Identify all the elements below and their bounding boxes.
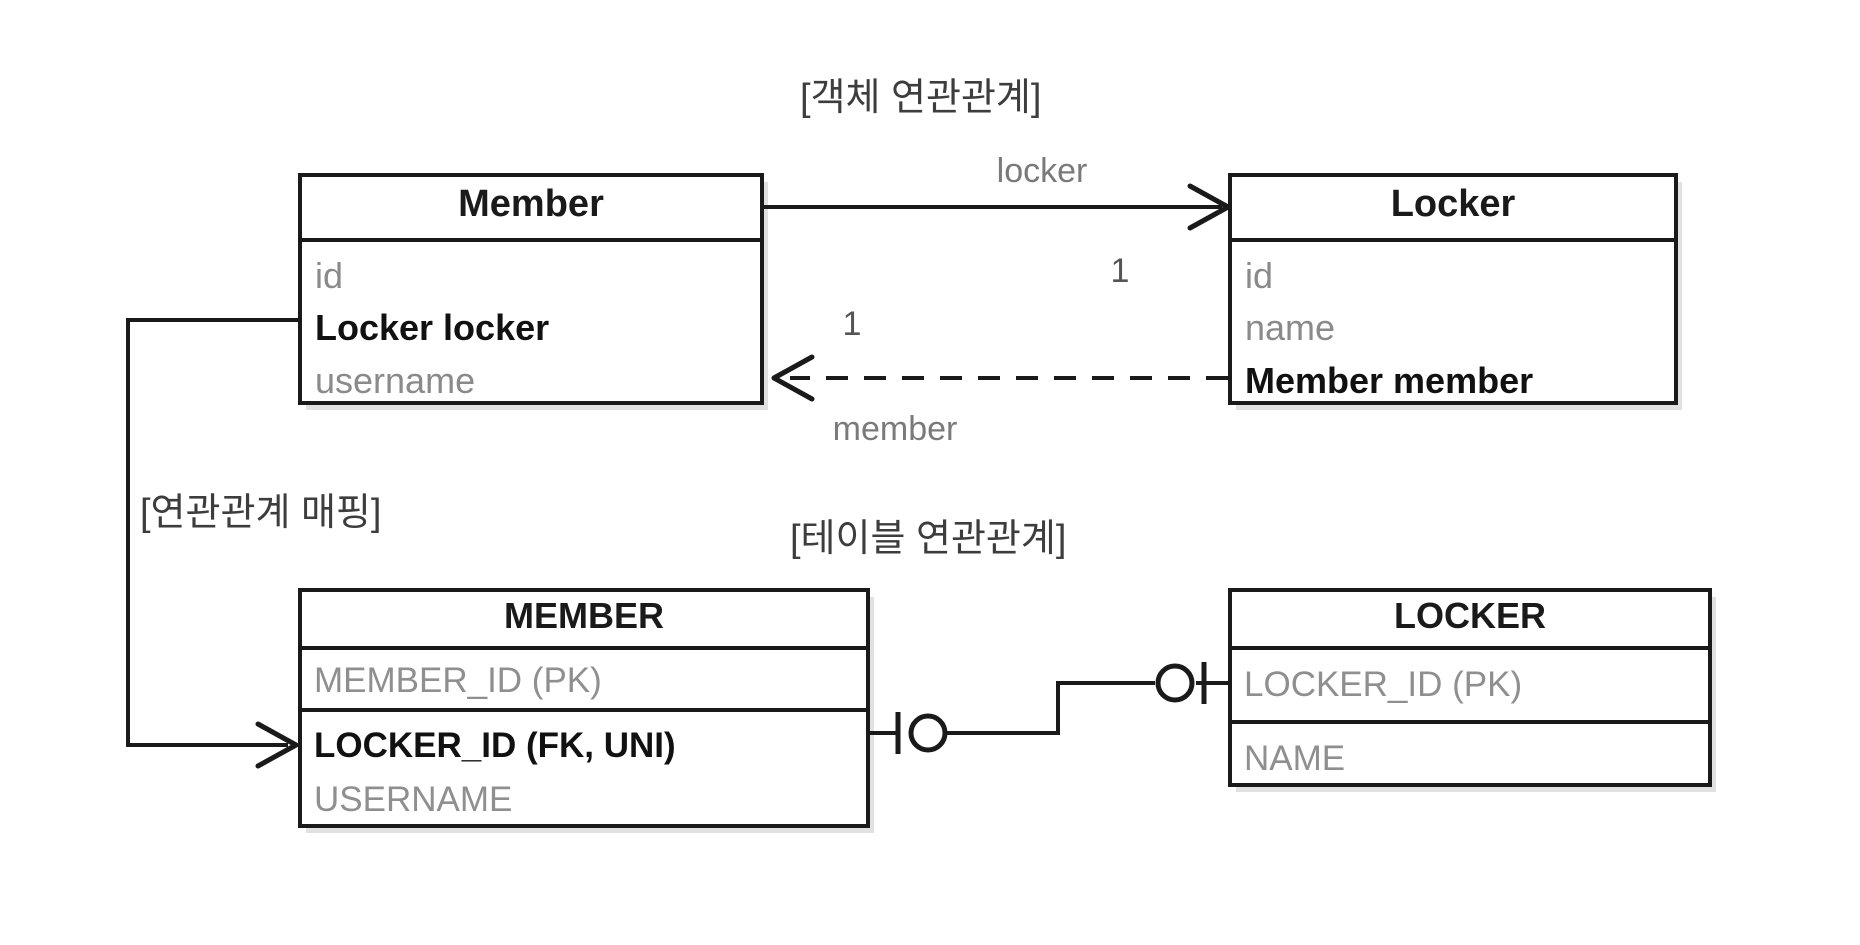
entity-member: Member id Locker locker username (298, 173, 768, 410)
entity-locker-field-0: id (1245, 255, 1273, 296)
cardinality-zero-or-one-member (908, 713, 948, 753)
table-member-column-2: USERNAME (314, 780, 512, 819)
table-locker-column-1: NAME (1244, 739, 1345, 778)
association-cardinality-member: 1 (843, 305, 862, 343)
table-member-column-1: LOCKER_ID (FK, UNI) (314, 726, 676, 765)
entity-member-title: Member (458, 183, 604, 225)
table-member-title: MEMBER (504, 595, 664, 636)
label-object-relation: [객체 연관관계] (800, 77, 1041, 119)
table-relationship-connector (868, 662, 1230, 754)
association-label-member: member (833, 410, 958, 448)
cardinality-zero-or-one-locker (1155, 663, 1195, 703)
table-member-column-0: MEMBER_ID (PK) (314, 661, 602, 700)
entity-locker-field-2: Member member (1245, 360, 1533, 401)
table-locker-column-0: LOCKER_ID (PK) (1244, 665, 1522, 704)
entity-member-field-0: id (315, 255, 343, 296)
table-member: MEMBER MEMBER_ID (PK) LOCKER_ID (FK, UNI… (298, 588, 874, 833)
label-table-relation: [테이블 연관관계] (790, 518, 1066, 560)
entity-member-field-1: Locker locker (315, 307, 549, 348)
entity-locker-field-1: name (1245, 307, 1335, 348)
entity-locker: Locker id name Member member (1228, 173, 1682, 410)
entity-locker-title: Locker (1391, 183, 1516, 225)
association-cardinality-locker: 1 (1111, 252, 1130, 290)
association-member-to-locker: locker 1 (762, 152, 1231, 290)
table-locker: LOCKER LOCKER_ID (PK) NAME (1228, 588, 1716, 792)
association-locker-to-member: member 1 (771, 305, 1228, 448)
table-locker-title: LOCKER (1394, 595, 1546, 636)
mapping-connector: [연관관계 매핑] (126, 318, 381, 769)
label-mapping: [연관관계 매핑] (140, 492, 381, 534)
association-label-locker: locker (997, 152, 1088, 190)
entity-member-field-2: username (315, 360, 475, 401)
